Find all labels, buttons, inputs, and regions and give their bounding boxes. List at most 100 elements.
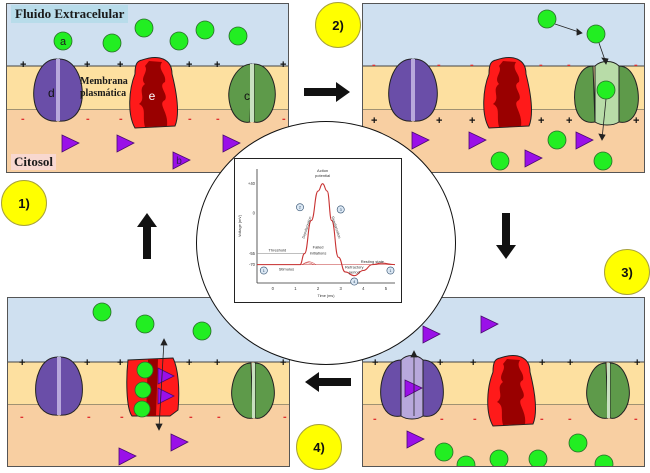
- potassium-particle: [406, 430, 425, 449]
- arrow-up-icon: [137, 213, 157, 259]
- svg-text:-: -: [372, 59, 376, 71]
- step-marker-label: 3: [340, 208, 342, 212]
- step-marker-label: 2: [299, 206, 301, 210]
- potassium-particle: [422, 325, 441, 344]
- step-marker-label: 1: [389, 269, 391, 273]
- step-badge-2: 2): [315, 2, 361, 48]
- step-marker: [259, 266, 268, 275]
- svg-text:+: +: [214, 59, 220, 71]
- potassium-particle: [222, 134, 241, 153]
- step-marker: [336, 205, 345, 214]
- svg-text:-: -: [21, 113, 25, 125]
- annotation-label: Refractory: [345, 264, 363, 269]
- step-badge-3: 3): [604, 249, 650, 295]
- panel-step-1: + + + + + + - - - - - - a b d e c Fluido…: [6, 3, 289, 173]
- protein-d-channel: [388, 58, 438, 122]
- svg-text:-: -: [634, 413, 638, 425]
- potassium-flow-arrows: [410, 350, 418, 416]
- svg-text:-: -: [120, 411, 124, 423]
- sodium-particle: [228, 26, 248, 46]
- svg-text:-: -: [567, 59, 571, 71]
- label-d: d: [48, 86, 55, 100]
- svg-text:+: +: [19, 357, 25, 369]
- sodium-particle: [136, 361, 154, 379]
- annotation-label: Depolarization: [301, 216, 312, 239]
- sodium-particle: [489, 449, 509, 466]
- y-tick-label: 0: [253, 211, 256, 216]
- svg-text:-: -: [283, 411, 287, 423]
- svg-text:+: +: [436, 115, 442, 127]
- annotation-label: Failed: [313, 244, 324, 249]
- annotation-label: potential: [315, 173, 330, 178]
- potassium-particle: [118, 447, 137, 466]
- arrow-down-icon: [496, 213, 516, 259]
- arrow-left-icon: [305, 372, 351, 392]
- annotation-label: Resting state: [361, 259, 385, 264]
- sodium-particle: [593, 151, 613, 171]
- svg-text:+: +: [470, 357, 476, 369]
- svg-text:+: +: [437, 357, 443, 369]
- cytosol-label: Citosol: [11, 154, 56, 170]
- svg-text:-: -: [217, 411, 221, 423]
- y-tick-label: +40: [248, 181, 256, 186]
- x-tick-label: 3: [340, 286, 343, 291]
- svg-text:+: +: [539, 357, 545, 369]
- step-marker-label: 1: [263, 269, 265, 273]
- failed-initiation-curve: [302, 262, 314, 265]
- potassium-particle: [116, 134, 135, 153]
- x-tick-label: 4: [362, 286, 365, 291]
- svg-text:-: -: [216, 113, 220, 125]
- sodium-particle: [594, 454, 614, 466]
- svg-text:-: -: [87, 411, 91, 423]
- svg-text:-: -: [20, 411, 24, 423]
- potassium-particle: [524, 149, 543, 168]
- y-axis-label: Voltage (mV): [238, 214, 242, 237]
- potassium-particle: [468, 131, 487, 150]
- svg-text:+: +: [372, 357, 378, 369]
- sodium-particle: [192, 321, 212, 341]
- sodium-particle: [135, 314, 155, 334]
- annotation-label: Stimulus: [279, 266, 294, 271]
- svg-text:-: -: [437, 59, 441, 71]
- annotation-label: initiations: [310, 250, 327, 255]
- sodium-particle: [596, 80, 616, 100]
- svg-text:-: -: [473, 413, 477, 425]
- inner-charges: - - - - - -: [373, 413, 638, 425]
- svg-text:+: +: [567, 357, 573, 369]
- voltage-curve: [256, 183, 396, 277]
- svg-text:+: +: [186, 357, 192, 369]
- svg-text:+: +: [20, 59, 26, 71]
- panel-step-3: + + + + + + - - - - - -: [362, 297, 645, 467]
- label-e: e: [149, 89, 156, 103]
- protein-c-channel: [228, 63, 276, 123]
- step-badge-1: 1): [1, 180, 47, 226]
- svg-text:-: -: [540, 413, 544, 425]
- svg-text:-: -: [86, 113, 90, 125]
- potassium-particle: [157, 387, 175, 405]
- sodium-flow-arrows: [554, 23, 609, 141]
- sodium-particle: [92, 302, 112, 322]
- potassium-particle: [61, 134, 80, 153]
- sodium-particle: [134, 381, 152, 399]
- membrane-label-line1: Membrana: [80, 76, 128, 87]
- sodium-particle: [169, 31, 189, 51]
- y-tick-label: -70: [249, 262, 256, 267]
- x-tick-label: 0: [272, 286, 275, 291]
- step-marker: [350, 277, 359, 286]
- inner-charges: + + + + + +: [371, 115, 639, 127]
- svg-text:+: +: [280, 357, 286, 369]
- outer-charges: + + + + + +: [19, 357, 286, 369]
- protein-d-channel: [35, 356, 83, 416]
- x-axis-label: Time (ms): [318, 294, 336, 298]
- outer-charges: + + + + + +: [372, 357, 640, 369]
- svg-text:-: -: [119, 113, 123, 125]
- panel-3-diagram: + + + + + + - - - - - -: [363, 298, 644, 466]
- protein-c-channel: [231, 362, 275, 419]
- svg-text:+: +: [117, 357, 123, 369]
- potassium-particle: [480, 315, 499, 334]
- sodium-particle: [547, 130, 567, 150]
- extracellular-fluid-label: Fluido Extracelular: [11, 5, 129, 23]
- svg-text:+: +: [214, 357, 220, 369]
- annotation-label: Action: [317, 168, 328, 173]
